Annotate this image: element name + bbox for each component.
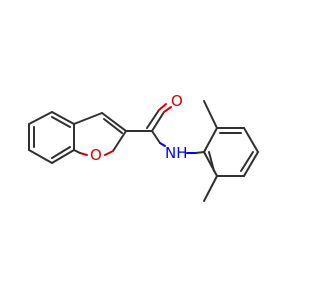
bond xyxy=(51,149,75,164)
bond xyxy=(243,127,259,153)
bond xyxy=(51,111,75,125)
bond-double-inner xyxy=(51,116,71,128)
bond xyxy=(195,151,205,154)
benzofuran-furan-ring xyxy=(73,112,127,156)
bond xyxy=(243,151,259,177)
bond xyxy=(28,111,53,125)
bond xyxy=(203,127,218,153)
molecule-structure: O O NH xyxy=(28,92,259,202)
bond-to-oxygen xyxy=(79,152,88,156)
bond-double-inner xyxy=(51,146,71,159)
benzofuran-benzene-ring xyxy=(28,111,75,164)
bond-double-inner xyxy=(103,118,123,134)
dimethylphenyl-ring xyxy=(203,127,259,177)
bond-double-inner xyxy=(208,151,215,172)
methyl-bottom-bond xyxy=(203,175,218,202)
carbonyl-oxygen-label: O xyxy=(171,92,183,110)
ring-oxygen-label: O xyxy=(90,146,102,164)
bond-to-oxygen xyxy=(104,150,114,156)
bond-carbonyl-oxygen xyxy=(163,106,172,113)
amide-nitrogen-label: NH xyxy=(165,144,188,162)
bond xyxy=(203,151,218,177)
bond-carbonyl-double xyxy=(146,109,160,129)
bond-double-inner xyxy=(240,151,254,172)
methyl-top-bond xyxy=(203,100,218,129)
bond xyxy=(28,149,53,164)
bond xyxy=(101,112,127,132)
bond xyxy=(73,112,103,125)
bond xyxy=(73,149,81,154)
bond xyxy=(151,130,161,144)
bond-to-nitrogen xyxy=(159,142,166,147)
amide-group xyxy=(125,103,205,154)
molecule-canvas: O O NH xyxy=(28,92,259,202)
bond-carbonyl xyxy=(151,111,165,132)
bond xyxy=(112,130,127,152)
bond-carbonyl-oxygen xyxy=(158,103,167,111)
